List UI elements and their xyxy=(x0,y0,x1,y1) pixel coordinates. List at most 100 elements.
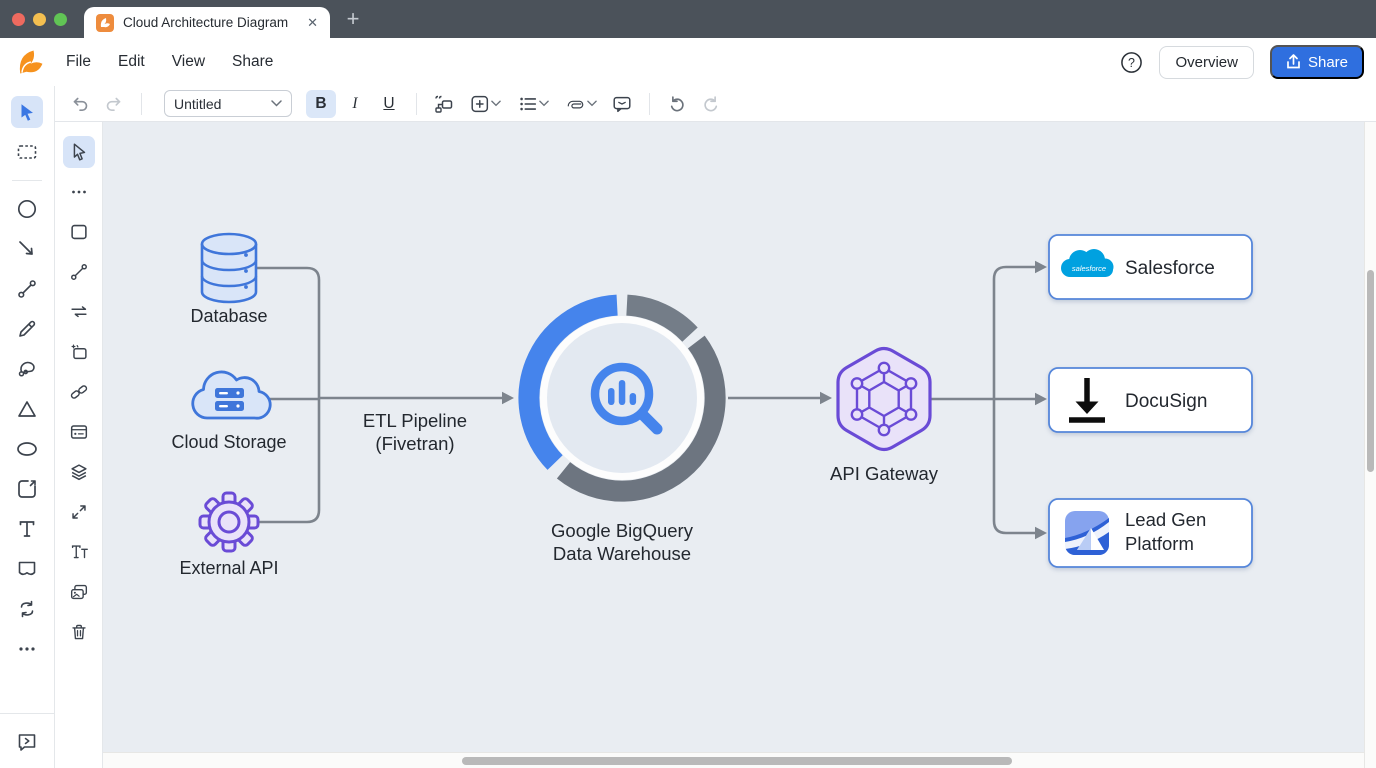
image-icon xyxy=(70,584,87,600)
list-button[interactable] xyxy=(511,90,555,118)
minimize-window-button[interactable] xyxy=(33,12,46,26)
node-bigquery[interactable]: Google BigQuery Data Warehouse xyxy=(518,294,726,564)
connector-gateway-branch[interactable] xyxy=(931,265,1035,535)
cursor-icon xyxy=(21,104,33,121)
menu-edit[interactable]: Edit xyxy=(117,53,145,70)
add-shape-icon xyxy=(471,95,489,112)
menu-file[interactable]: File xyxy=(66,53,91,70)
context-sidebar xyxy=(55,122,103,768)
tool-ellipse[interactable] xyxy=(11,193,43,225)
tool-arrow[interactable] xyxy=(11,233,43,265)
ctx-tool-layers[interactable] xyxy=(63,456,95,488)
share-button[interactable]: Share xyxy=(1269,45,1364,79)
connector-icon xyxy=(18,280,36,298)
node-cloud-storage[interactable]: Cloud Storage xyxy=(171,370,287,452)
flowchart-button[interactable] xyxy=(429,90,459,118)
ctx-tool-more[interactable] xyxy=(63,176,95,208)
whimsical-favicon-icon xyxy=(96,13,114,32)
ctx-tool-rectangle[interactable] xyxy=(63,216,95,248)
add-shape-button[interactable] xyxy=(463,90,507,118)
edge-label-etl[interactable]: ETL Pipeline (Fivetran) xyxy=(363,410,467,454)
cursor-outline-icon xyxy=(73,143,85,161)
text-style-select[interactable]: Untitled xyxy=(164,90,292,117)
tool-triangle[interactable] xyxy=(11,393,43,425)
close-window-button[interactable] xyxy=(12,12,25,26)
bold-button[interactable]: B xyxy=(306,89,336,118)
circle-icon xyxy=(17,199,37,219)
node-leadgen[interactable]: Lead Gen Platform xyxy=(1048,498,1253,568)
sidebar-divider xyxy=(12,180,42,181)
tab-close-icon[interactable]: ✕ xyxy=(307,14,318,30)
connector-sources-merge[interactable] xyxy=(255,266,503,524)
chevron-down-icon xyxy=(539,100,549,107)
menu-share[interactable]: Share xyxy=(232,53,274,70)
list-icon xyxy=(520,97,537,110)
browser-tab[interactable]: Cloud Architecture Diagram ✕ xyxy=(84,7,330,38)
fullscreen-window-button[interactable] xyxy=(54,12,67,26)
ctx-tool-widget[interactable] xyxy=(63,416,95,448)
undo-icon xyxy=(73,97,88,111)
italic-button[interactable]: I xyxy=(352,94,358,112)
sticky-note-icon xyxy=(71,344,87,360)
ctx-tool-swap[interactable] xyxy=(63,296,95,328)
vertical-scrollbar-track xyxy=(1364,122,1376,768)
comment-button[interactable] xyxy=(607,90,637,118)
rotate-left-button[interactable] xyxy=(662,90,692,118)
callout-icon xyxy=(18,561,36,576)
expand-icon xyxy=(71,505,86,519)
node-external-api[interactable]: External API xyxy=(179,491,279,578)
vertical-scrollbar-thumb[interactable] xyxy=(1367,270,1374,472)
note-icon xyxy=(18,480,36,498)
tool-note[interactable] xyxy=(11,473,43,505)
layers-icon xyxy=(70,464,87,481)
tool-flip[interactable] xyxy=(11,593,43,625)
diagram-canvas[interactable]: Database Cloud Storage xyxy=(103,122,1376,768)
tool-oval[interactable] xyxy=(11,433,43,465)
window-controls xyxy=(0,12,81,26)
tool-callout[interactable] xyxy=(11,553,43,585)
more-dots-icon xyxy=(19,647,35,651)
node-salesforce[interactable]: salesforce Salesforce xyxy=(1048,234,1253,300)
tool-frame[interactable] xyxy=(11,136,43,168)
tool-select[interactable] xyxy=(11,96,43,128)
new-tab-button[interactable]: + xyxy=(346,6,360,31)
ctx-tool-connector[interactable] xyxy=(63,256,95,288)
ctx-tool-select[interactable] xyxy=(62,136,95,168)
help-icon[interactable]: ? xyxy=(1120,51,1143,74)
whimsical-logo-icon[interactable] xyxy=(14,46,46,78)
chevron-down-icon xyxy=(587,100,597,107)
cloud-storage-label: Cloud Storage xyxy=(171,432,286,452)
menu-view[interactable]: View xyxy=(171,53,206,70)
text-height-icon xyxy=(71,545,88,559)
ctx-tool-link[interactable] xyxy=(63,376,95,408)
arrowhead-etl xyxy=(502,391,514,405)
attachment-button[interactable] xyxy=(559,90,603,118)
node-database[interactable]: Database xyxy=(190,232,268,326)
rotate-left-icon xyxy=(670,95,684,111)
ctx-tool-image[interactable] xyxy=(63,576,95,608)
ctx-tool-trash[interactable] xyxy=(63,616,95,648)
tool-pencil[interactable] xyxy=(11,313,43,345)
tab-title: Cloud Architecture Diagram xyxy=(123,15,289,30)
redo-button[interactable] xyxy=(99,90,129,118)
underline-button[interactable]: U xyxy=(383,94,395,112)
feedback-button[interactable] xyxy=(11,726,43,758)
freeform-icon xyxy=(18,361,35,377)
arrowhead-gateway xyxy=(820,391,832,405)
rotate-right-button[interactable] xyxy=(696,90,726,118)
ctx-tool-expand[interactable] xyxy=(63,496,95,528)
tool-more[interactable] xyxy=(11,633,43,665)
ctx-tool-text-style[interactable] xyxy=(63,536,95,568)
node-api-gateway[interactable]: API Gateway xyxy=(830,346,939,485)
salesforce-label: Salesforce xyxy=(1125,258,1215,279)
tool-freeform[interactable] xyxy=(11,353,43,385)
node-docusign[interactable]: DocuSign xyxy=(1048,367,1253,433)
overview-button[interactable]: Overview xyxy=(1159,45,1254,79)
pencil-icon xyxy=(19,320,36,337)
tool-connector[interactable] xyxy=(11,273,43,305)
ctx-tool-sticky[interactable] xyxy=(63,336,95,368)
horizontal-scrollbar-thumb[interactable] xyxy=(462,757,1012,765)
undo-button[interactable] xyxy=(65,90,95,118)
tool-text[interactable] xyxy=(11,513,43,545)
chevron-down-icon xyxy=(271,100,282,107)
